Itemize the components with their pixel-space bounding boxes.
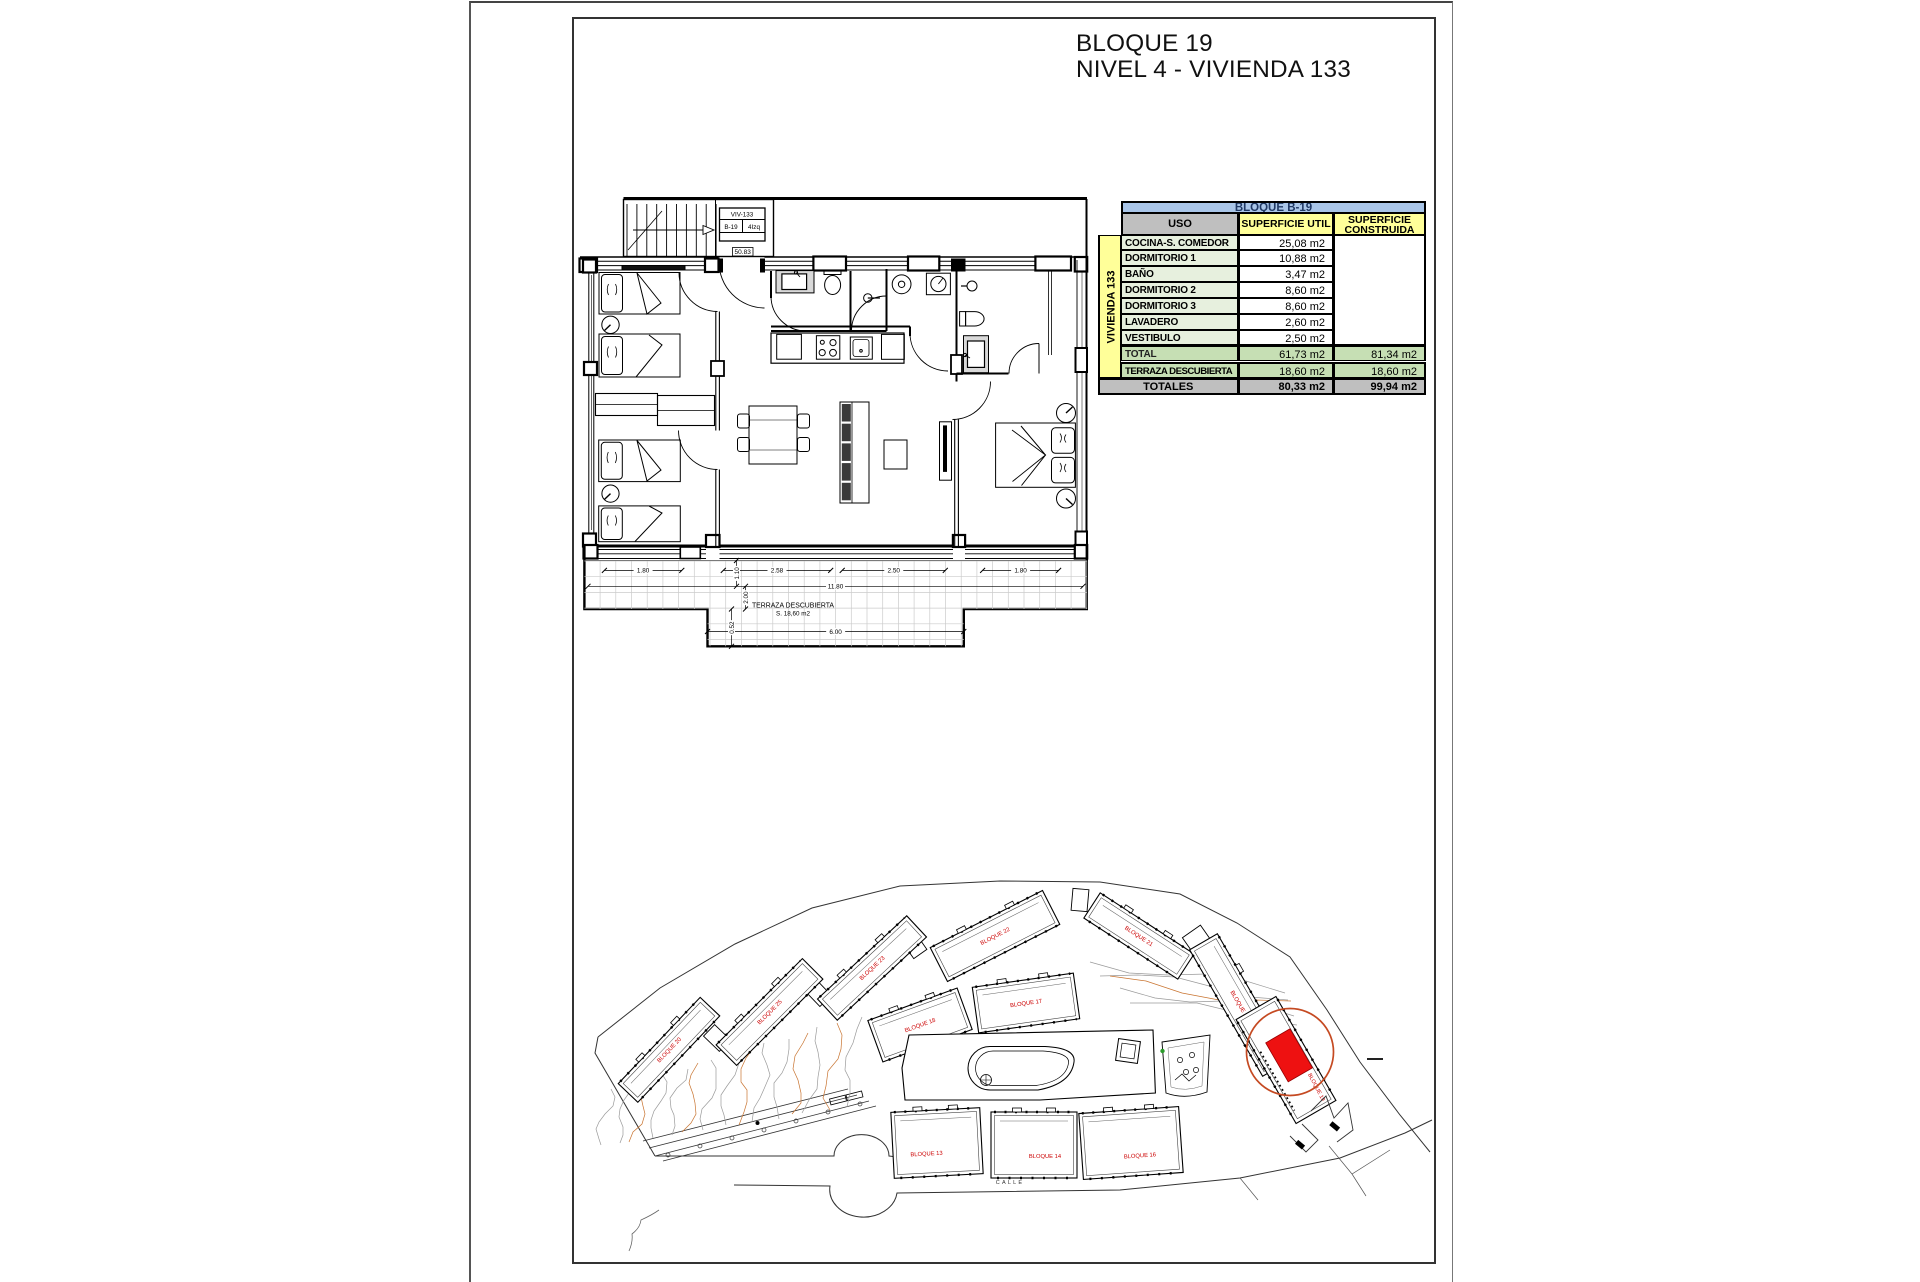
svg-text:2.50: 2.50	[888, 568, 901, 575]
svg-text:BLOQUE 14: BLOQUE 14	[1029, 1154, 1062, 1160]
svg-text:B-19: B-19	[724, 224, 738, 231]
svg-text:1.80: 1.80	[1014, 568, 1027, 575]
svg-text:11.80: 11.80	[828, 584, 844, 591]
svg-text:BLOQUE 13: BLOQUE 13	[910, 1151, 943, 1159]
svg-text:1.80: 1.80	[637, 568, 650, 575]
svg-text:S. 18,60 m2: S. 18,60 m2	[776, 611, 810, 618]
svg-text:BLOQUE 17: BLOQUE 17	[1010, 999, 1043, 1009]
svg-text:50.83: 50.83	[735, 249, 752, 256]
svg-text:2.00: 2.00	[743, 591, 750, 604]
svg-text:BLOQUE 16: BLOQUE 16	[1124, 1152, 1157, 1160]
svg-text:6.00: 6.00	[829, 629, 842, 636]
svg-text:CALLE: CALLE	[996, 1180, 1024, 1186]
svg-text:2.58: 2.58	[771, 568, 784, 575]
svg-text:4Izq: 4Izq	[748, 224, 760, 231]
svg-text:1.10: 1.10	[734, 567, 741, 580]
svg-text:0.52: 0.52	[729, 621, 736, 634]
svg-text:TERRAZA DESCUBIERTA: TERRAZA DESCUBIERTA	[752, 603, 834, 610]
svg-text:VIV-133: VIV-133	[731, 212, 754, 219]
